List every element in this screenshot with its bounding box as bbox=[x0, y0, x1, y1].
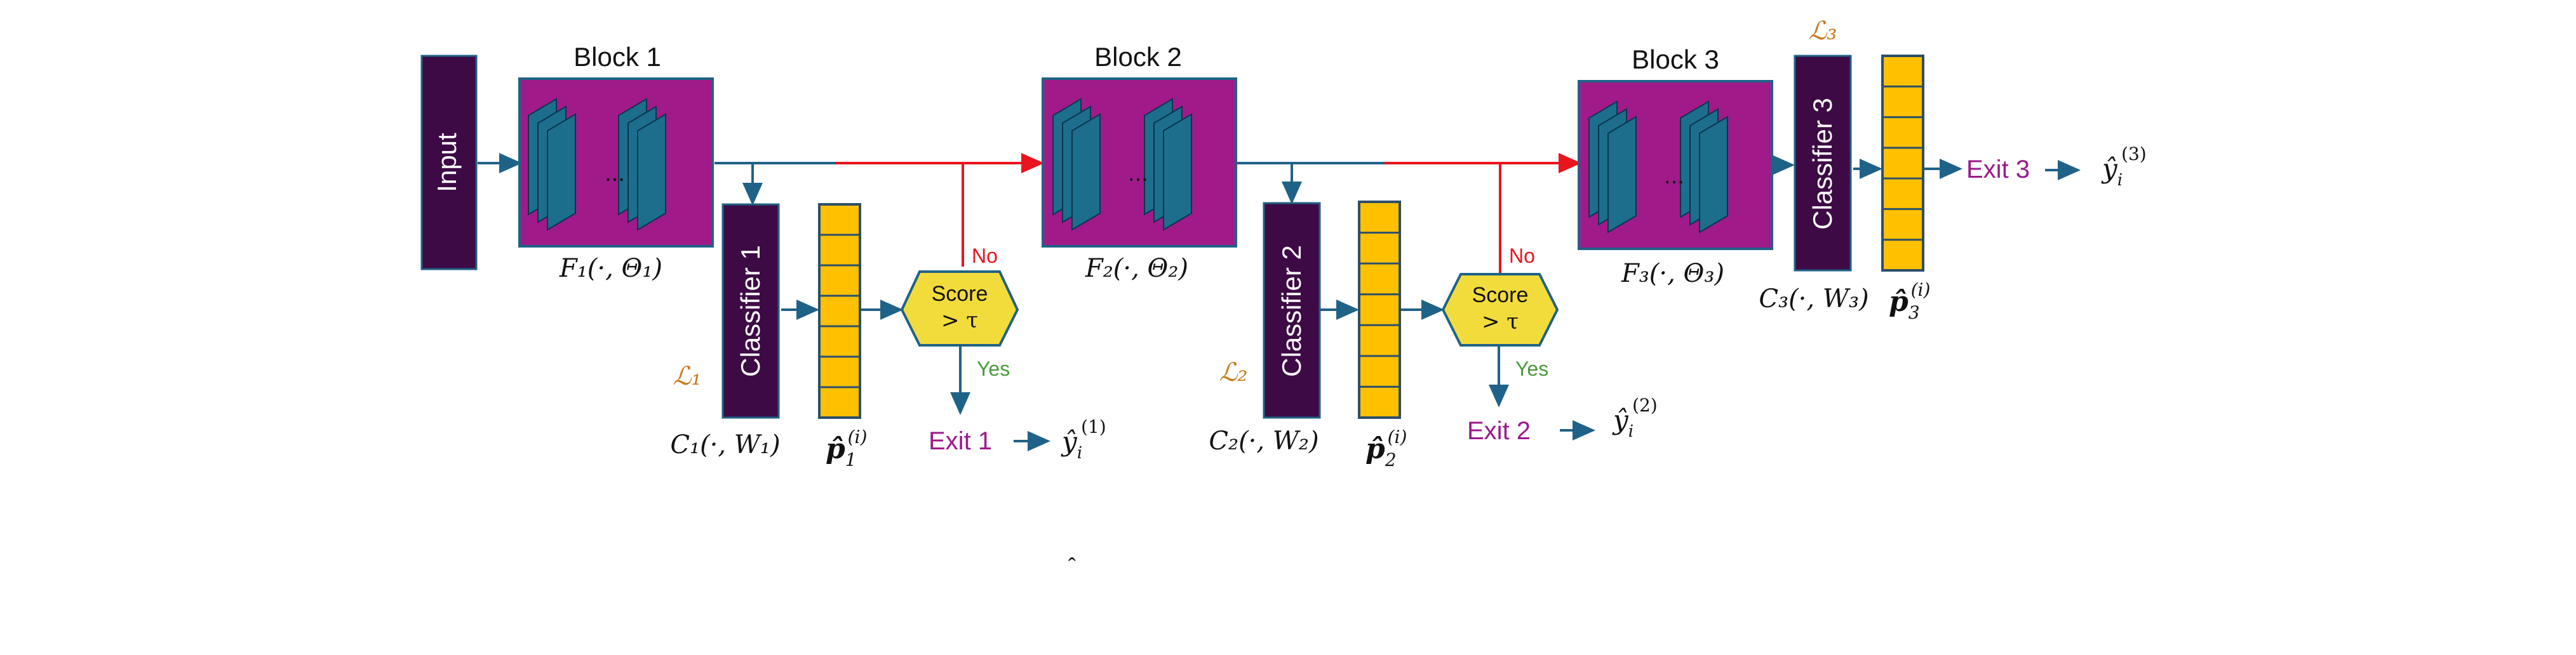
exit-3: Exit 3 ŷi(3) bbox=[1966, 143, 2147, 190]
prob-vector-frame bbox=[818, 203, 861, 419]
decision-1-line1: Score bbox=[932, 282, 988, 306]
feature-map bbox=[637, 113, 666, 231]
exit-2-label: Exit 2 bbox=[1467, 417, 1531, 445]
classifier-2: Classifier 2 ℒ₂ C₂(·, W₂) bbox=[1209, 202, 1321, 456]
decision-1-line2: > τ bbox=[941, 308, 978, 333]
svg-text:p̂1(i): p̂1(i) bbox=[826, 427, 867, 470]
feature-map bbox=[547, 113, 576, 231]
classifier-3-label: Classifier 3 bbox=[1808, 98, 1837, 230]
classifier-1-function: C₁(·, W₁) bbox=[670, 430, 780, 460]
exit-2: Exit 2 ŷi(2) bbox=[1467, 395, 1658, 445]
feature-map bbox=[1607, 116, 1637, 234]
block-1-title: Block 1 bbox=[574, 42, 661, 72]
block-1-function: F₁(·, Θ₁) bbox=[559, 254, 662, 283]
exit-3-label: Exit 3 bbox=[1966, 155, 2030, 183]
block-3-ellipsis: ... bbox=[1664, 162, 1684, 189]
prob-label-1: p̂1(i) bbox=[826, 427, 867, 470]
block-2-feature-maps bbox=[1052, 98, 1192, 231]
exit-1-output: ŷi(1) bbox=[1061, 416, 1106, 463]
loss-3: ℒ₃ bbox=[1809, 17, 1837, 46]
decision-1-no: No bbox=[972, 244, 998, 267]
block-1-ellipsis: ... bbox=[605, 160, 625, 187]
classifier-2-label: Classifier 2 bbox=[1277, 245, 1306, 377]
prob-label-2: p̂2(i) bbox=[1365, 427, 1407, 470]
exit-1-label: Exit 1 bbox=[929, 427, 992, 455]
block-1-feature-maps bbox=[528, 98, 666, 231]
prob-vector-frame bbox=[1358, 201, 1401, 419]
exit-3-output: ŷi(3) bbox=[2101, 143, 2147, 190]
block-3-title: Block 3 bbox=[1632, 44, 1719, 74]
input-node: Input bbox=[420, 55, 478, 270]
prob-vector-frame bbox=[1881, 55, 1924, 272]
feature-map bbox=[1699, 116, 1728, 234]
prob-label-3: p̂3(i) bbox=[1889, 279, 1930, 323]
loss-2: ℒ₂ bbox=[1219, 358, 1248, 387]
classifier-1: Classifier 1 ℒ₁ C₁(·, W₁) bbox=[670, 203, 781, 460]
decision-2-yes: Yes bbox=[1515, 357, 1548, 380]
classifier-3-function: C₃(·, W₃) bbox=[1759, 284, 1868, 314]
classifier-2-function: C₂(·, W₂) bbox=[1209, 427, 1318, 456]
block-2-ellipsis: ... bbox=[1128, 160, 1148, 187]
classifier-1-label: Classifier 1 bbox=[735, 245, 765, 377]
block-3-feature-maps bbox=[1588, 100, 1728, 234]
decision-2-no: No bbox=[1509, 244, 1535, 267]
loss-1: ℒ₁ bbox=[673, 362, 702, 391]
block-3-function: F₃(·, Θ₃) bbox=[1621, 259, 1724, 288]
classifier-3: Classifier 3 ℒ₃ C₃(·, W₃) bbox=[1759, 17, 1868, 314]
decision-2-line1: Score bbox=[1472, 283, 1529, 307]
decision-1: Score > τ No Yes bbox=[900, 244, 1019, 380]
feature-map bbox=[1163, 113, 1192, 231]
stray-hat-mark: ˆ bbox=[1068, 553, 1076, 579]
block-3: Block 3 ... F₃(·, Θ₃) bbox=[1578, 44, 1773, 288]
prob-vector-2 bbox=[1358, 201, 1401, 419]
decision-1-yes: Yes bbox=[977, 357, 1010, 380]
prob-vector-3 bbox=[1881, 55, 1924, 272]
exit-2-output: ŷi(2) bbox=[1612, 395, 1658, 441]
feature-map bbox=[1071, 113, 1101, 231]
block-2-title: Block 2 bbox=[1094, 42, 1182, 72]
decision-2: Score > τ No Yes bbox=[1441, 244, 1559, 380]
svg-text:p̂3(i): p̂3(i) bbox=[1889, 279, 1930, 323]
block-2-function: F₂(·, Θ₂) bbox=[1085, 254, 1188, 283]
exit-1: Exit 1 ŷi(1) bbox=[929, 416, 1106, 463]
input-label: Input bbox=[432, 133, 462, 192]
connectors bbox=[478, 153, 2081, 451]
decision-2-line2: > τ bbox=[1482, 309, 1519, 334]
svg-text:p̂2(i): p̂2(i) bbox=[1365, 427, 1407, 470]
block-1: Block 1 ... F₁(·, Θ₁) bbox=[518, 42, 714, 283]
prob-vector-1 bbox=[818, 203, 861, 419]
block-2: Block 2 ... F₂(·, Θ₂) bbox=[1042, 42, 1237, 283]
